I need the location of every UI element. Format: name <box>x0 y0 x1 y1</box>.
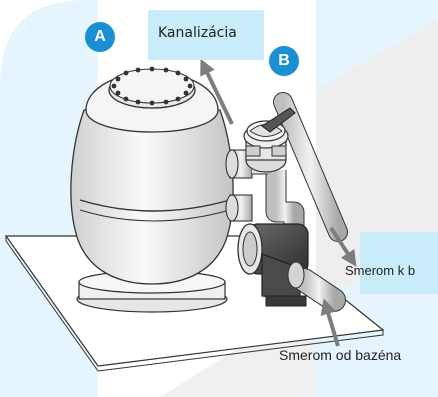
tank-lid <box>109 67 195 108</box>
badge-b: B <box>269 46 299 76</box>
from-pool-label: Smerom od bazéna <box>279 347 401 363</box>
drain-label: Kanalizácia <box>158 25 237 41</box>
to-pool-label: Smerom k b <box>345 263 415 278</box>
connecting-pipe <box>252 164 294 232</box>
multiport-valve <box>244 108 295 172</box>
badge-a: A <box>85 22 115 52</box>
